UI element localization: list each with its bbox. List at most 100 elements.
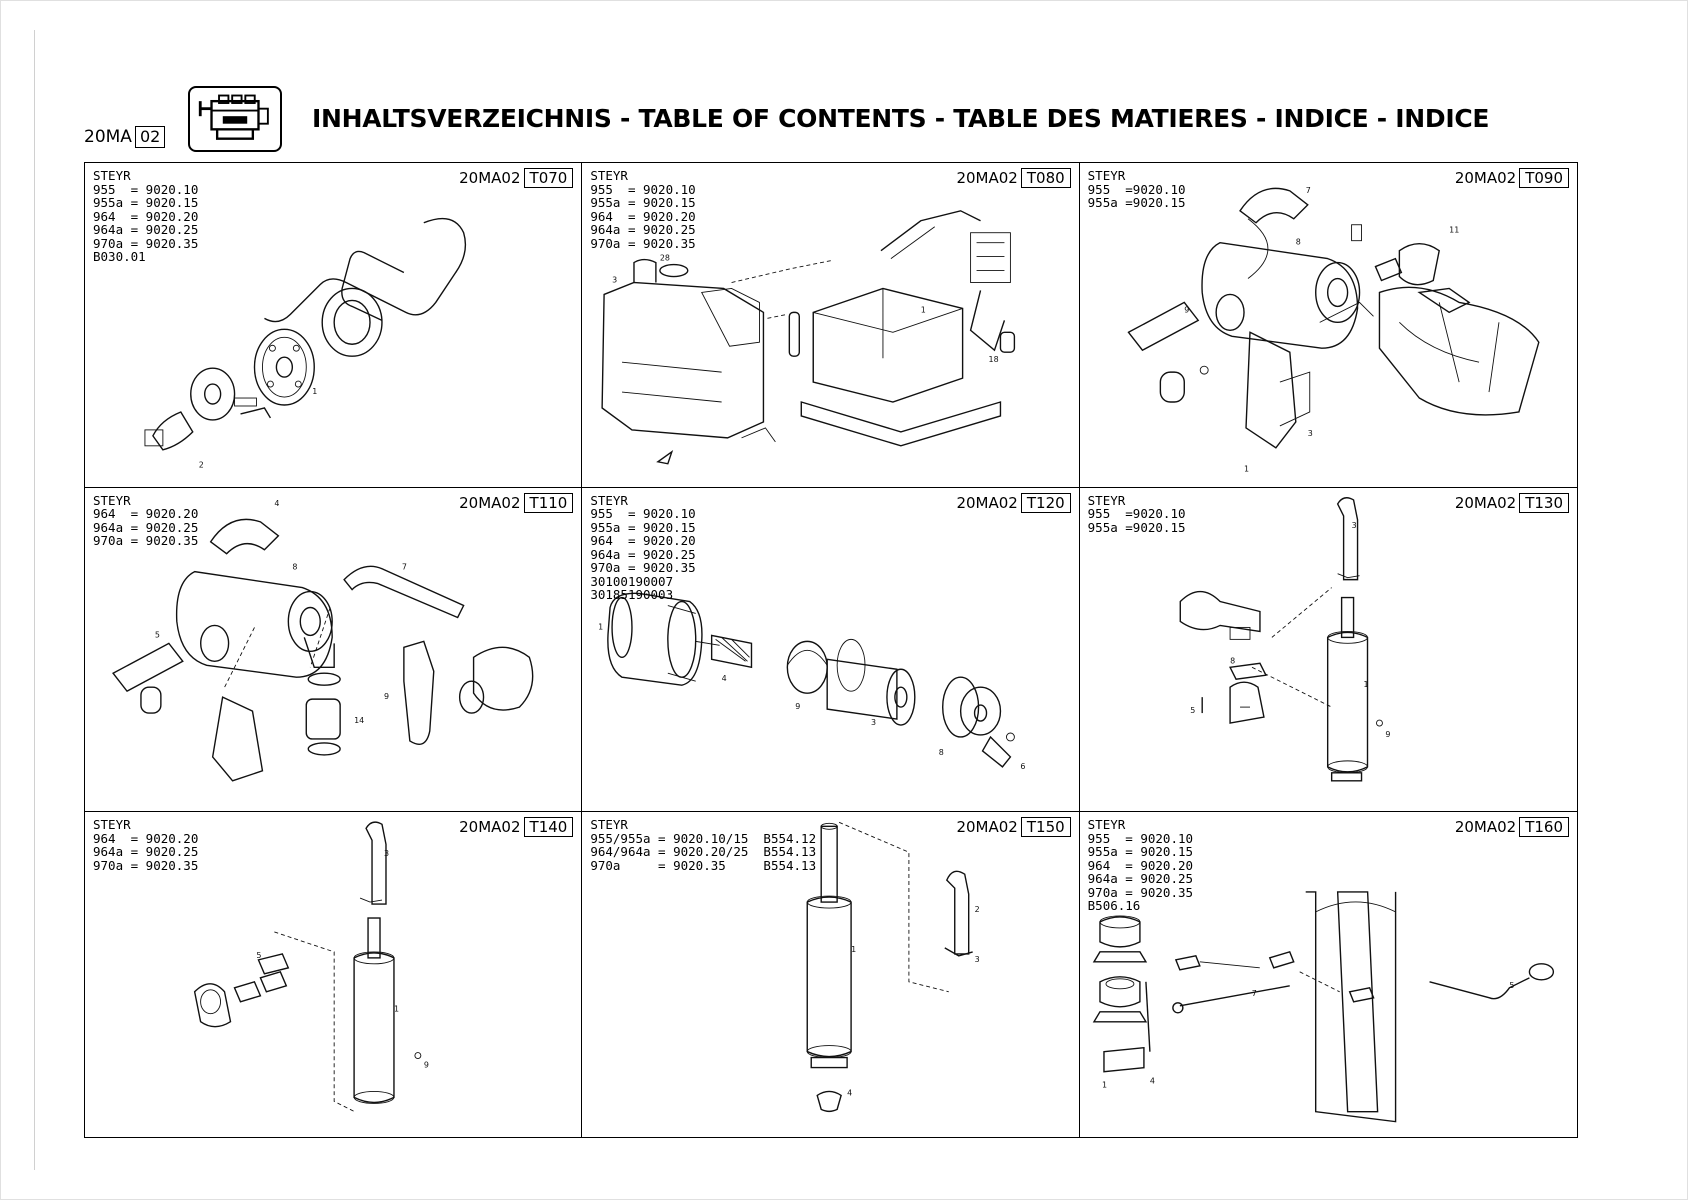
svg-text:1: 1: [1102, 1081, 1107, 1090]
section-reference: 20MA02 T110: [459, 492, 574, 513]
model-spec-list: STEYR 955/955a = 9020.10/15 B554.12 964/…: [590, 817, 817, 873]
svg-text:8: 8: [939, 748, 944, 757]
svg-text:11: 11: [1449, 226, 1459, 235]
svg-text:28: 28: [660, 254, 670, 263]
page-code: 20MA 02: [84, 126, 166, 148]
model-spec-list: STEYR 955 = 9020.10 955a = 9020.15 964 =…: [590, 168, 696, 251]
engine-logo-icon: [188, 86, 282, 152]
svg-text:2: 2: [975, 905, 980, 914]
exhaust-linkage-drawing: 7 5 4 1: [1092, 891, 1554, 1123]
section-reference: 20MA02 T080: [956, 168, 1071, 188]
svg-text:7: 7: [1251, 989, 1256, 998]
section-reference-prefix: 20MA02: [459, 493, 521, 512]
svg-text:4: 4: [1150, 1077, 1155, 1086]
svg-text:1: 1: [1363, 680, 1368, 689]
model-spec-list: STEYR 955 = 9020.10 955a = 9020.15 964 =…: [1087, 817, 1194, 914]
svg-text:2: 2: [199, 461, 204, 470]
index-cell-t140[interactable]: 3 1 5 9 STEYR 964 = 9020.20 964a = 9020.25…: [85, 812, 583, 1137]
section-reference: 20MA02 T140: [459, 817, 574, 838]
svg-text:3: 3: [871, 718, 876, 727]
muffler-tailpipe-drawing: 1 2 3 4: [806, 822, 980, 1113]
svg-text:5: 5: [256, 951, 261, 960]
svg-text:3: 3: [1307, 429, 1312, 438]
model-spec-list: STEYR 955 =9020.10 955a =9020.15: [1087, 168, 1186, 210]
exhaust-muffler-drawing: 3 1 5 8 9: [1179, 496, 1390, 782]
index-cell-t160[interactable]: 7 5 4 1 STEYR 955 = 9020.10 955a = 9020.15…: [1080, 812, 1577, 1137]
svg-text:14: 14: [354, 716, 364, 725]
section-code-box[interactable]: T110: [523, 492, 574, 513]
section-reference-prefix: 20MA02: [459, 169, 521, 187]
svg-text:8: 8: [1295, 238, 1300, 247]
section-reference: 20MA02 T120: [956, 492, 1071, 513]
index-cell-t150[interactable]: 1 2 3 4 STEYR 955/955a = 9020.10/15 B554.1…: [582, 812, 1080, 1137]
svg-text:8: 8: [292, 562, 297, 571]
section-reference: 20MA02 T070: [459, 168, 574, 188]
svg-text:1: 1: [394, 1005, 399, 1014]
section-reference-prefix: 20MA02: [459, 818, 521, 837]
section-code-box[interactable]: T140: [523, 817, 574, 838]
filter-cartridge-drawing: 149 386: [598, 592, 1026, 771]
svg-text:1: 1: [851, 945, 856, 954]
section-reference-prefix: 20MA02: [956, 493, 1018, 512]
section-code-box[interactable]: T150: [1020, 817, 1071, 838]
svg-text:4: 4: [722, 674, 727, 683]
svg-text:9: 9: [424, 1061, 429, 1070]
svg-text:5: 5: [1190, 706, 1195, 715]
section-reference-prefix: 20MA02: [956, 818, 1018, 837]
model-spec-list: STEYR 955 =9020.10 955a =9020.15: [1087, 492, 1186, 535]
svg-text:6: 6: [1021, 762, 1026, 771]
section-reference: 20MA02 T130: [1454, 492, 1569, 513]
svg-text:3: 3: [384, 850, 389, 859]
svg-text:7: 7: [1305, 186, 1310, 195]
section-code-box[interactable]: T090: [1519, 168, 1569, 188]
svg-text:1: 1: [1244, 465, 1249, 474]
svg-text:3: 3: [612, 276, 617, 285]
svg-text:3: 3: [975, 955, 980, 964]
section-reference-prefix: 20MA02: [1454, 493, 1517, 512]
exhaust-pipe-drawing: 3 1 5 9: [193, 821, 429, 1113]
svg-text:4: 4: [274, 499, 279, 508]
svg-text:9: 9: [1184, 305, 1189, 314]
svg-text:1: 1: [921, 305, 926, 314]
svg-text:9: 9: [1385, 730, 1390, 739]
page-code-label: 20MA: [84, 127, 132, 147]
section-code-box[interactable]: T160: [1519, 817, 1569, 838]
section-code-box[interactable]: T080: [1020, 168, 1071, 188]
svg-text:4: 4: [847, 1089, 852, 1098]
svg-text:18: 18: [989, 355, 999, 364]
model-spec-list: STEYR 964 = 9020.20 964a = 9020.25 970a …: [93, 492, 199, 549]
section-reference: 20MA02 T090: [1455, 168, 1569, 188]
section-reference-prefix: 20MA02: [956, 169, 1018, 187]
index-cell-t080[interactable]: 3 28 1 18 STEYR 955 = 9020.10 955a = 9020.…: [582, 163, 1080, 488]
section-code-box[interactable]: T070: [523, 168, 574, 188]
index-cell-t090[interactable]: 7 8 9 1 3 11 STEYR 955 =9020.10 955a =9020.1…: [1079, 163, 1577, 488]
svg-text:9: 9: [384, 692, 389, 701]
section-reference: 20MA02 T150: [956, 817, 1071, 838]
section-code-box[interactable]: T120: [1020, 492, 1071, 513]
model-spec-list: STEYR 955 = 9020.10 955a = 9020.15 964 =…: [590, 492, 696, 603]
crankshaft-pulley-drawing: 12: [144, 217, 467, 470]
section-reference: 20MA02 T160: [1454, 817, 1569, 838]
svg-text:1: 1: [598, 622, 603, 631]
svg-text:3: 3: [1351, 520, 1356, 529]
section-code-box[interactable]: T130: [1519, 492, 1569, 513]
section-reference-prefix: 20MA02: [1454, 818, 1517, 837]
model-spec-list: STEYR 955 = 9020.10 955a = 9020.15 964 =…: [93, 168, 199, 264]
svg-text:1: 1: [312, 387, 317, 396]
svg-text:7: 7: [402, 562, 407, 571]
svg-text:5: 5: [1509, 981, 1514, 990]
section-reference-prefix: 20MA02: [1454, 169, 1517, 187]
svg-text:8: 8: [1230, 656, 1235, 665]
page-title: INHALTSVERZEICHNIS - TABLE OF CONTENTS -…: [312, 104, 1490, 133]
air-filter-drawing: 7 8 9 1 3 11: [1127, 186, 1540, 474]
fuel-system-drawing: 3 28 1 18: [601, 210, 1016, 465]
model-spec-list: STEYR 964 = 9020.20 964a = 9020.25 970a …: [93, 817, 199, 873]
binding-rule: [34, 30, 35, 1170]
page-section-box: 02: [134, 126, 166, 148]
